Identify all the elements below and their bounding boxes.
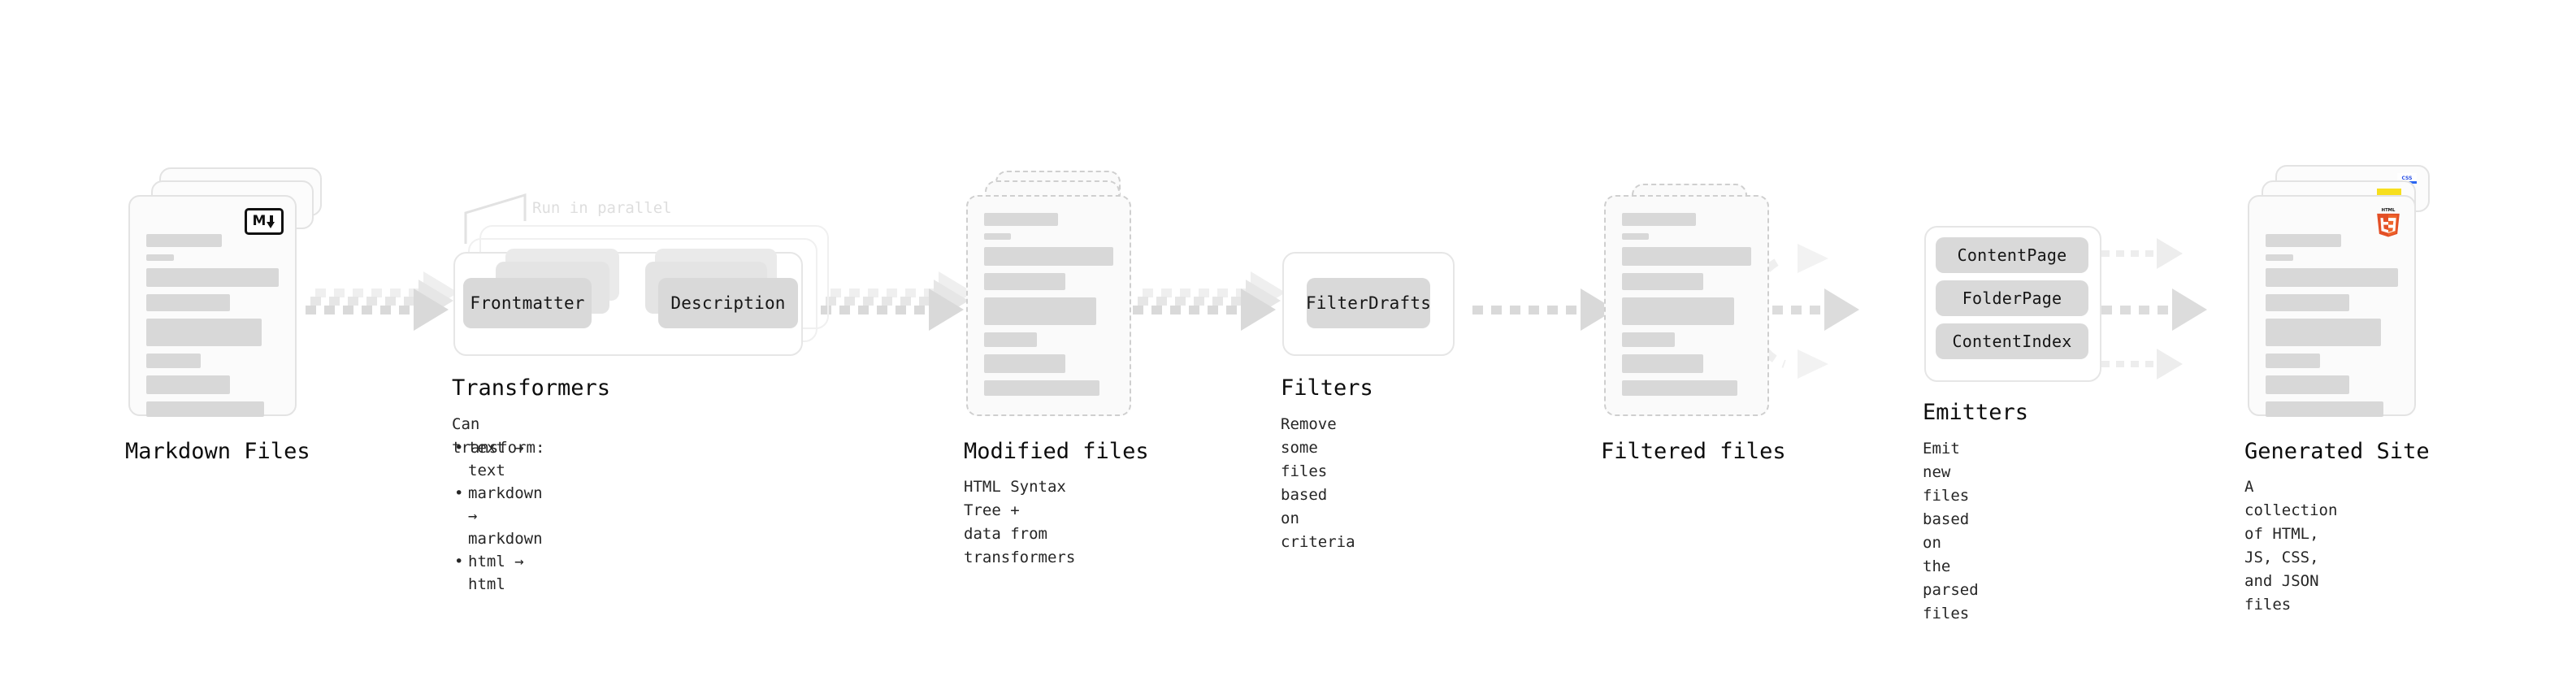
arrow-transformers-to-modified bbox=[821, 271, 974, 331]
markdown-card-front: M bbox=[128, 195, 297, 417]
generated-card-front: HTML bbox=[2248, 195, 2416, 417]
modified-subtitle: HTML Syntax Tree + data from transformer… bbox=[964, 478, 1076, 566]
transformers-bullet-list: text → text markdown → markdown html → h… bbox=[452, 436, 543, 596]
modified-placeholder-lines bbox=[984, 213, 1113, 403]
filtered-card-front bbox=[1604, 195, 1769, 416]
list-item: text → text bbox=[454, 436, 543, 482]
arrow-modified-to-filters bbox=[1133, 271, 1286, 331]
html5-icon: HTML bbox=[2374, 206, 2402, 239]
arrow-filters-to-filtered bbox=[1472, 288, 1615, 331]
modified-card-front bbox=[966, 195, 1131, 416]
list-item: markdown → markdown bbox=[454, 482, 542, 550]
filtered-placeholder-lines bbox=[1622, 213, 1751, 403]
transformers-title: Transformers bbox=[452, 375, 611, 401]
emitter-pill-folderpage[interactable]: FolderPage bbox=[1936, 280, 2088, 316]
generated-placeholder-lines bbox=[2266, 234, 2398, 424]
markdown-icon: M bbox=[245, 208, 284, 235]
list-item: html → html bbox=[454, 550, 543, 596]
arrow-markdown-to-transformers bbox=[306, 271, 458, 331]
svg-text:HTML: HTML bbox=[2382, 208, 2396, 213]
transformer-pill-frontmatter[interactable]: Frontmatter bbox=[463, 278, 592, 328]
filters-title: Filters bbox=[1281, 375, 1373, 401]
markdown-icon-letter: M bbox=[252, 213, 267, 229]
emitter-pill-contentindex[interactable]: ContentIndex bbox=[1936, 323, 2088, 359]
generated-title: Generated Site bbox=[2244, 439, 2430, 464]
emitters-subtitle: Emit new files based on the parsed files bbox=[1923, 440, 1979, 622]
modified-title: Modified files bbox=[964, 439, 1149, 464]
generated-subtitle: A collection of HTML, JS, CSS, and JSON … bbox=[2244, 478, 2338, 614]
markdown-placeholder-lines bbox=[146, 234, 279, 424]
filters-subtitle: Remove some files based on criteria bbox=[1281, 415, 1355, 551]
transformer-pill-description[interactable]: Description bbox=[658, 278, 798, 328]
css3-icon-label: CSS bbox=[2401, 176, 2413, 181]
emitters-title: Emitters bbox=[1923, 400, 2029, 425]
run-in-parallel-label: Run in parallel bbox=[532, 199, 672, 217]
filter-pill-filterdrafts[interactable]: FilterDrafts bbox=[1306, 278, 1431, 328]
markdown-title: Markdown Files bbox=[125, 439, 310, 464]
filtered-title: Filtered files bbox=[1601, 439, 1786, 464]
emitter-pill-contentpage[interactable]: ContentPage bbox=[1936, 237, 2088, 273]
